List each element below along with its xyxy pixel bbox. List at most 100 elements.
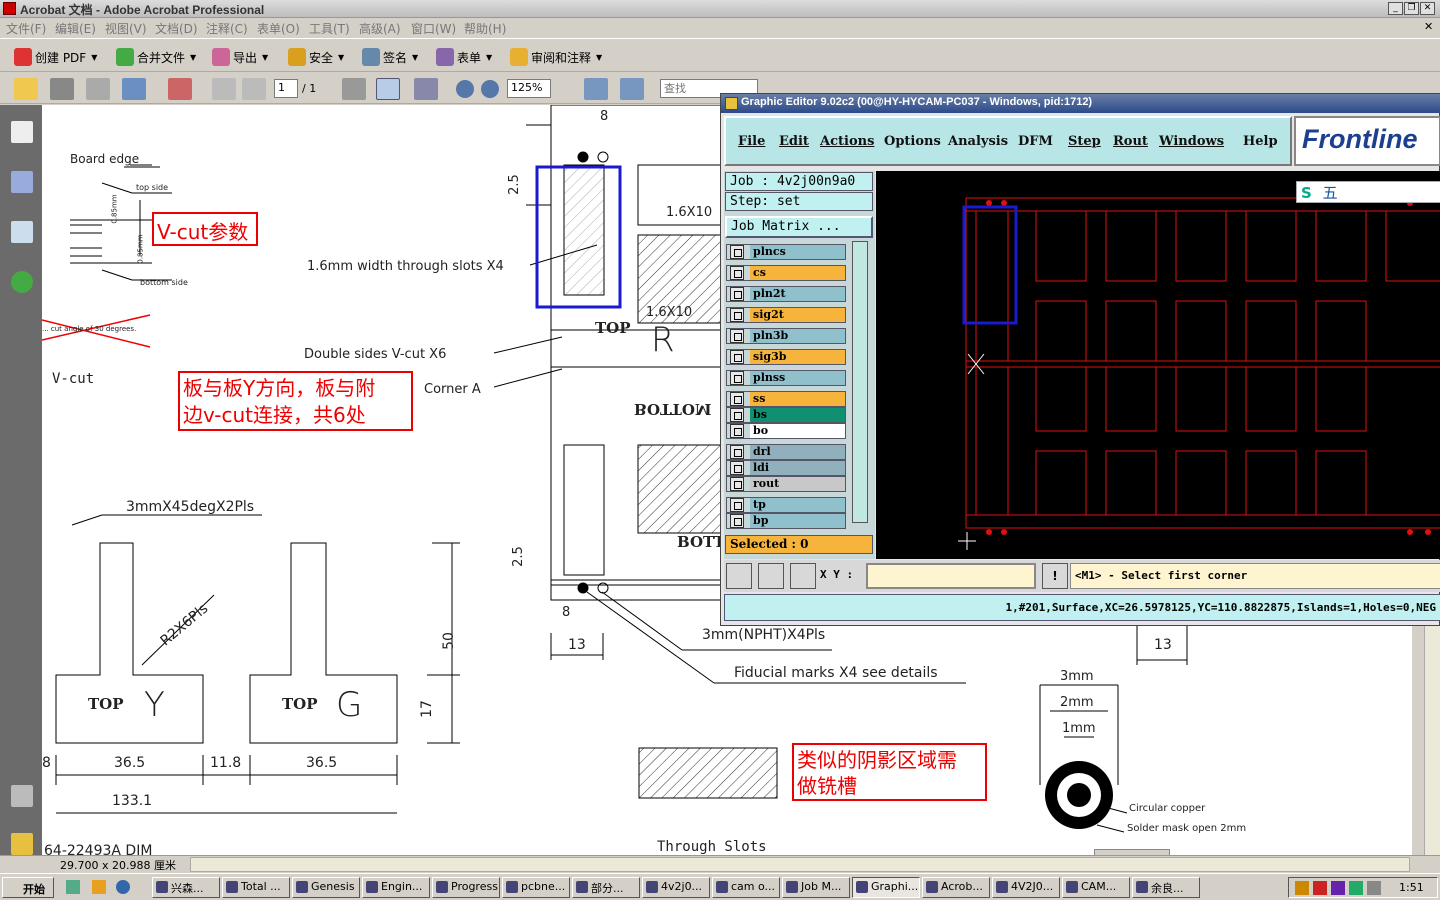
ge-menu-windows[interactable]: Windows bbox=[1159, 134, 1225, 149]
layer-row[interactable]: ldi bbox=[726, 460, 846, 476]
layer-checkbox[interactable] bbox=[730, 498, 744, 512]
layer-checkbox[interactable] bbox=[730, 329, 744, 343]
quicklaunch-browser-icon[interactable] bbox=[116, 880, 130, 894]
taskbar-item[interactable]: 4V2J0... bbox=[992, 877, 1060, 898]
search-doc-icon[interactable] bbox=[168, 78, 192, 100]
layer-row[interactable]: sig2t bbox=[726, 307, 846, 323]
graphic-editor-window[interactable]: Graphic Editor 9.02c2 (00@HY-HYCAM-PC037… bbox=[720, 93, 1440, 626]
layer-checkbox[interactable] bbox=[730, 371, 744, 385]
quicklaunch-clock-icon[interactable] bbox=[92, 880, 106, 894]
taskbar-item[interactable]: Acrob... bbox=[922, 877, 990, 898]
layer-row[interactable]: bo bbox=[726, 423, 846, 439]
layer-row[interactable]: plncs bbox=[726, 244, 846, 260]
menu-view[interactable]: 视图(V) bbox=[105, 22, 147, 36]
taskbar-item[interactable]: Progress bbox=[432, 877, 500, 898]
layer-checkbox[interactable] bbox=[730, 266, 744, 280]
layer-checkbox[interactable] bbox=[730, 245, 744, 259]
back-arrow-icon[interactable] bbox=[212, 78, 236, 100]
layer-row[interactable]: ss bbox=[726, 391, 846, 407]
signatures-icon[interactable] bbox=[11, 221, 33, 243]
ge-menu-edit[interactable]: Edit bbox=[779, 134, 809, 149]
layer-row[interactable]: bp bbox=[726, 513, 846, 529]
maximize-button[interactable]: ❐ bbox=[1404, 2, 1419, 15]
tray-icon[interactable] bbox=[1313, 881, 1327, 895]
taskbar-item[interactable]: 余良... bbox=[1132, 877, 1200, 898]
menu-edit[interactable]: 编辑(E) bbox=[55, 22, 96, 36]
taskbar-item[interactable]: pcbne... bbox=[502, 877, 570, 898]
tray-icon[interactable] bbox=[1349, 881, 1363, 895]
export-button[interactable]: 导出▼ bbox=[212, 46, 268, 68]
taskbar-item[interactable]: cam o... bbox=[712, 877, 780, 898]
bookmarks-icon[interactable] bbox=[11, 171, 33, 193]
menu-file[interactable]: 文件(F) bbox=[6, 22, 47, 36]
doc-close-button[interactable]: ✕ bbox=[1424, 20, 1434, 33]
help-icon[interactable] bbox=[11, 271, 33, 293]
ge-menu-analysis[interactable]: Analysis bbox=[948, 134, 1009, 149]
open-folder-icon[interactable] bbox=[14, 78, 38, 100]
menu-window[interactable]: 窗口(W) bbox=[411, 22, 457, 36]
secure-button[interactable]: 安全▼ bbox=[288, 46, 344, 68]
ge-menu-help[interactable]: Help bbox=[1243, 134, 1278, 149]
horizontal-scrollbar[interactable] bbox=[190, 857, 1410, 872]
page-number-input[interactable]: 1 bbox=[274, 79, 298, 98]
ime-mini-bar[interactable] bbox=[1094, 849, 1170, 855]
layer-row[interactable]: tp bbox=[726, 497, 846, 513]
fit-width-icon[interactable] bbox=[620, 78, 644, 100]
layer-checkbox[interactable] bbox=[730, 477, 744, 491]
tray-icon[interactable] bbox=[1331, 881, 1345, 895]
fit-page-icon[interactable] bbox=[584, 78, 608, 100]
ge-menu-options[interactable]: Options bbox=[884, 134, 941, 149]
ime-toolbar[interactable]: S 五 bbox=[1296, 181, 1440, 203]
zoom-in-icon[interactable] bbox=[481, 80, 499, 98]
grid-snap-icon[interactable] bbox=[790, 563, 816, 589]
ge-menu-file[interactable]: File bbox=[738, 134, 766, 149]
ge-menu-rout[interactable]: Rout bbox=[1113, 134, 1148, 149]
layer-row[interactable]: cs bbox=[726, 265, 846, 281]
menu-comments[interactable]: 注释(C) bbox=[206, 22, 248, 36]
taskbar-item[interactable]: 部分... bbox=[572, 877, 640, 898]
taskbar-item[interactable]: Engin... bbox=[362, 877, 430, 898]
hand-tool-icon[interactable] bbox=[376, 78, 400, 100]
tray-icon[interactable] bbox=[1367, 881, 1381, 895]
review-comment-button[interactable]: 审阅和注释▼ bbox=[510, 46, 602, 68]
ge-menu-dfm[interactable]: DFM bbox=[1018, 134, 1053, 149]
layer-checkbox[interactable] bbox=[730, 514, 744, 528]
close-button[interactable]: ✕ bbox=[1420, 2, 1435, 15]
save-icon[interactable] bbox=[86, 78, 110, 100]
zoom-area-icon[interactable] bbox=[726, 563, 752, 589]
layer-row[interactable]: sig3b bbox=[726, 349, 846, 365]
print-icon[interactable] bbox=[50, 78, 74, 100]
layer-row[interactable]: bs bbox=[726, 407, 846, 423]
minimize-button[interactable]: _ bbox=[1388, 2, 1403, 15]
forward-arrow-icon[interactable] bbox=[242, 78, 266, 100]
ge-menu-step[interactable]: Step bbox=[1068, 134, 1101, 149]
layer-checkbox[interactable] bbox=[730, 408, 744, 422]
layer-row[interactable]: drl bbox=[726, 444, 846, 460]
pages-icon[interactable] bbox=[11, 121, 33, 143]
zoom-reset-icon[interactable] bbox=[758, 563, 784, 589]
alert-icon[interactable]: ! bbox=[1042, 563, 1068, 589]
xy-input[interactable] bbox=[866, 563, 1036, 589]
layer-row[interactable]: rout bbox=[726, 476, 846, 492]
job-matrix-button[interactable]: Job Matrix ... bbox=[725, 216, 873, 238]
menu-help[interactable]: 帮助(H) bbox=[464, 22, 507, 36]
taskbar-item[interactable]: 兴森... bbox=[152, 877, 220, 898]
sign-button[interactable]: 签名▼ bbox=[362, 46, 418, 68]
layer-row[interactable]: pln2t bbox=[726, 286, 846, 302]
taskbar-item[interactable]: 4v2j0... bbox=[642, 877, 710, 898]
email-icon[interactable] bbox=[122, 78, 146, 100]
menu-advanced[interactable]: 高级(A) bbox=[359, 22, 401, 36]
taskbar-item[interactable]: Total ... bbox=[222, 877, 290, 898]
layer-row[interactable]: pln3b bbox=[726, 328, 846, 344]
taskbar-item[interactable]: CAM... bbox=[1062, 877, 1130, 898]
attachment-icon[interactable] bbox=[11, 785, 33, 807]
layer-checkbox[interactable] bbox=[730, 424, 744, 438]
graphic-canvas[interactable]: S 五 bbox=[876, 171, 1440, 559]
comments-icon[interactable] bbox=[11, 833, 33, 855]
start-button[interactable]: 开始 bbox=[2, 877, 54, 898]
forms-button[interactable]: 表单▼ bbox=[436, 46, 492, 68]
select-text-icon[interactable] bbox=[342, 78, 366, 100]
menu-forms[interactable]: 表单(O) bbox=[257, 22, 300, 36]
layer-checkbox[interactable] bbox=[730, 392, 744, 406]
menu-document[interactable]: 文档(D) bbox=[155, 22, 198, 36]
